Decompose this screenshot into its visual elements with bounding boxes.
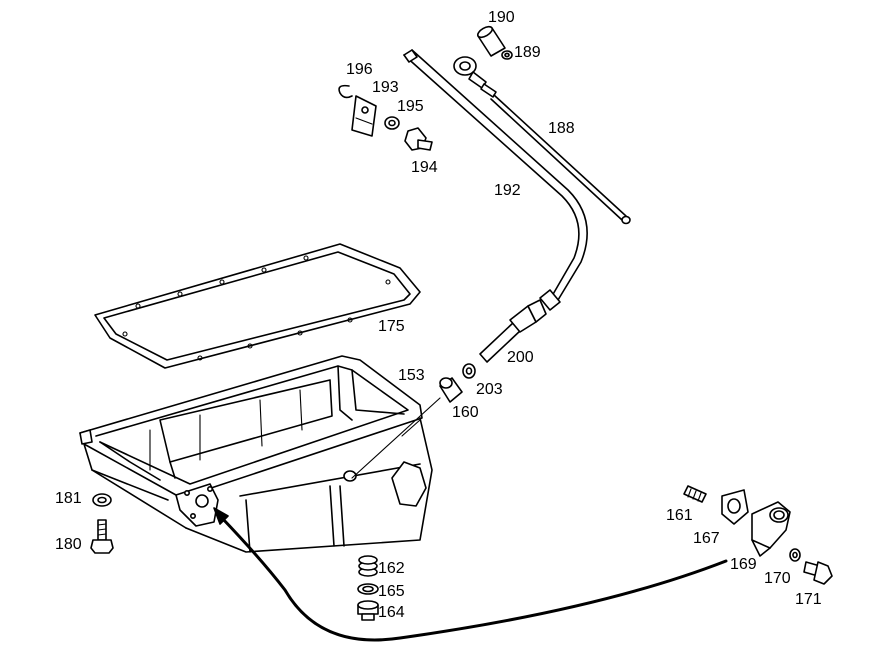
callout-167: 167 xyxy=(693,530,720,547)
gasket-167-part xyxy=(721,489,749,525)
callout-200: 200 xyxy=(507,349,534,366)
callout-170: 170 xyxy=(764,570,791,587)
dipstick-part xyxy=(453,56,631,225)
callout-171: 171 xyxy=(795,591,822,608)
bracket-193-part xyxy=(351,95,377,137)
seal-ring-189-part xyxy=(501,50,513,60)
callout-203: 203 xyxy=(476,381,503,398)
callout-175: 175 xyxy=(378,318,405,335)
routing-line xyxy=(213,507,728,642)
tube-200-part xyxy=(479,299,547,363)
guide-tube-part xyxy=(403,49,588,311)
callout-161: 161 xyxy=(666,507,693,524)
clip-196-part xyxy=(338,84,353,99)
callout-188: 188 xyxy=(548,120,575,137)
seal-ring-165-part xyxy=(357,583,379,595)
callout-193: 193 xyxy=(372,79,399,96)
washer-170-part xyxy=(789,548,801,562)
callout-181: 181 xyxy=(55,490,82,507)
washer-195-part xyxy=(384,116,400,130)
spring-162-part xyxy=(358,555,378,577)
plug-160-part xyxy=(439,377,463,403)
callout-194: 194 xyxy=(411,159,438,176)
callout-153: 153 xyxy=(398,367,425,384)
leader-153b xyxy=(401,419,421,437)
callout-165: 165 xyxy=(378,583,405,600)
oil-pan-gasket-part xyxy=(94,243,421,369)
fitting-169-part xyxy=(751,501,791,557)
bolt-171-part xyxy=(803,561,833,585)
o-ring-203-part xyxy=(462,363,476,379)
callout-169: 169 xyxy=(730,556,757,573)
callout-189: 189 xyxy=(514,44,541,61)
oil-pan-part xyxy=(79,355,433,553)
callout-195: 195 xyxy=(397,98,424,115)
dipstick-cap-part xyxy=(476,25,506,57)
stud-161-part xyxy=(683,485,707,503)
callout-160: 160 xyxy=(452,404,479,421)
callout-196: 196 xyxy=(346,61,373,78)
washer-181-part xyxy=(92,493,112,507)
callout-190: 190 xyxy=(488,9,515,26)
callout-192: 192 xyxy=(494,182,521,199)
bolt-194-part xyxy=(404,127,433,151)
leader-153 xyxy=(351,397,441,479)
drain-plug-164-part xyxy=(357,600,379,621)
callout-180: 180 xyxy=(55,536,82,553)
callout-162: 162 xyxy=(378,560,405,577)
callout-164: 164 xyxy=(378,604,405,621)
bolt-180-part xyxy=(90,519,114,554)
